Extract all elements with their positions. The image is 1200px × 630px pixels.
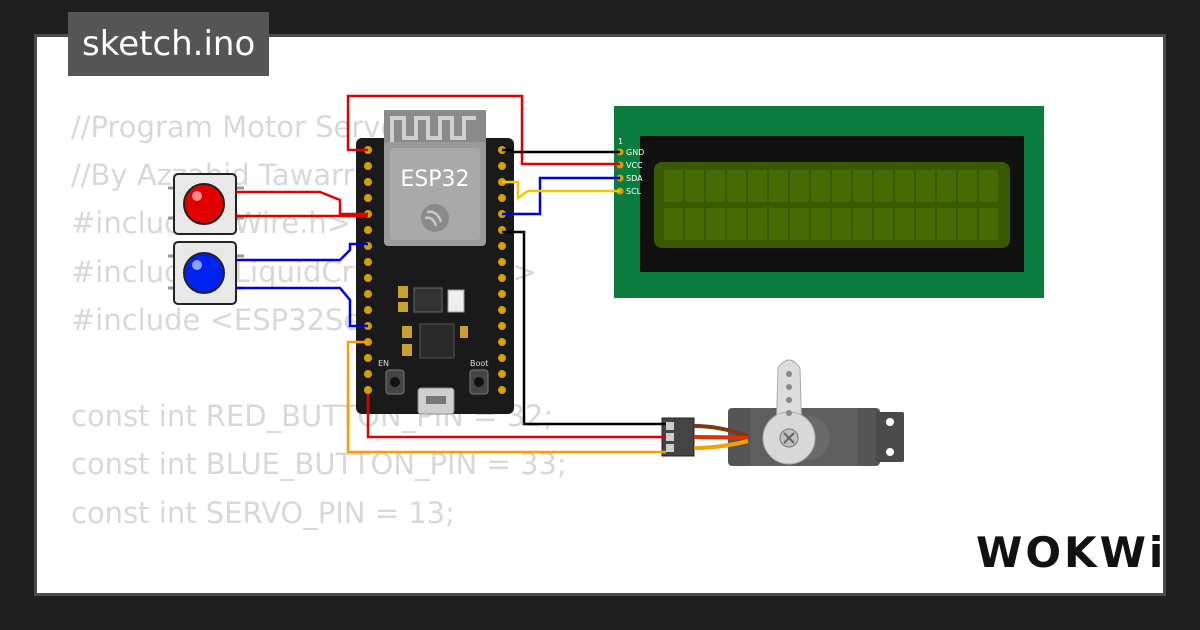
code-line: LiquidCrystal_I2C lcd(0x27, 16, 2); [71,585,571,593]
servo-motor[interactable] [661,359,904,466]
left-header-pins [364,146,372,394]
lcd-pin-gnd-label: GND [626,148,644,157]
en-label: EN [378,359,389,368]
usb-port-icon [417,387,455,415]
file-tab[interactable]: sketch.ino [68,12,270,76]
lcd-pin-vcc-label: VCC [626,161,643,170]
usb-uart-chip [419,323,455,359]
lcd-pin-one-label: 1 [618,137,623,146]
lcd-pin-sda-label: SDA [626,174,643,183]
code-line: const int SERVO_PIN = 13; [71,495,455,530]
boot-label: Boot [470,359,488,368]
wokwi-logo: WOKWi [976,528,1167,577]
wires [236,94,666,454]
servo-horn-icon [762,359,816,465]
esp32-label: ESP32 [400,167,469,192]
wifi-antenna-icon [390,116,476,142]
lcd-pin-scl-label: SCL [626,187,642,196]
espressif-logo-icon [421,204,449,232]
esp32-board[interactable]: ESP32 EN Boo [356,110,514,415]
lcd-character-cells [664,170,998,240]
blue-push-button[interactable] [168,241,244,305]
red-push-button[interactable] [168,173,244,235]
lcd-display[interactable]: 1 GND VCC SDA SCL [614,106,1044,298]
